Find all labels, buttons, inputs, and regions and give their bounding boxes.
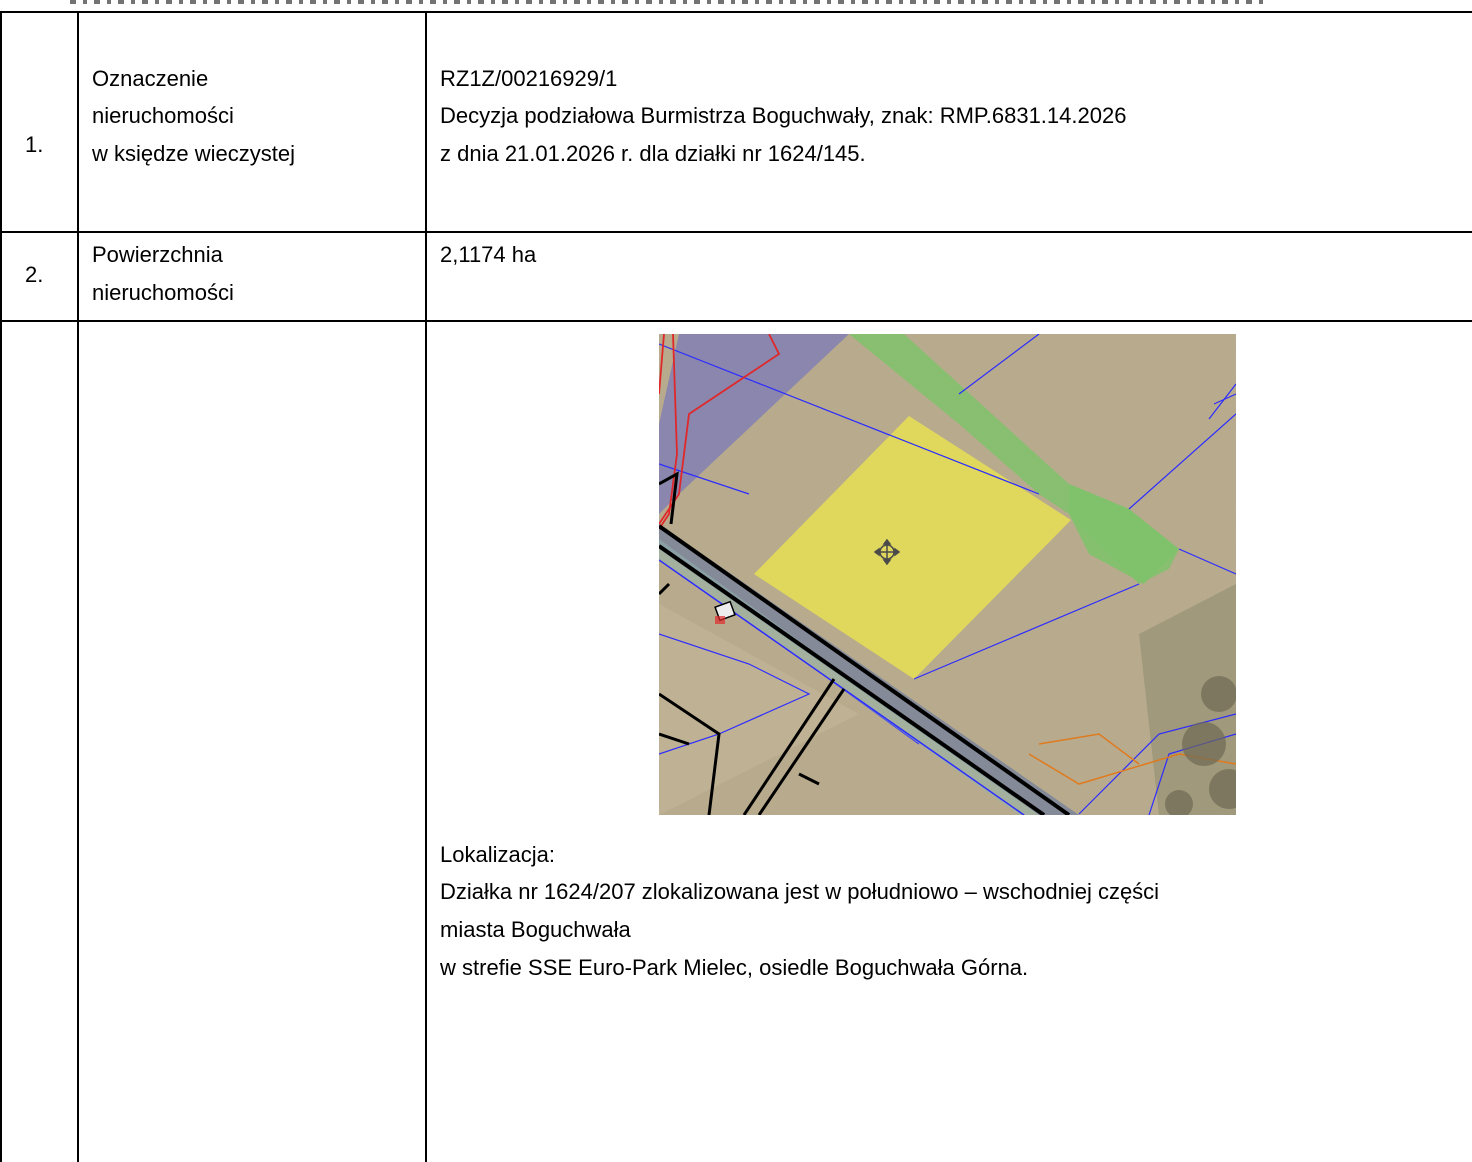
location-line-2: miasta Boguchwała: [440, 917, 631, 942]
row-2-label-line-1: Powierzchnia: [92, 242, 223, 267]
location-line-3: w strefie SSE Euro-Park Mielec, osiedle …: [440, 955, 1029, 980]
row-1-number: 1.: [25, 132, 44, 157]
row-2-label-line-2: nieruchomości: [92, 280, 234, 305]
row-1-value-line-1: RZ1Z/00216929/1: [440, 66, 618, 91]
column-divider-1: [77, 11, 79, 1162]
parcel-boundaries: [659, 334, 1236, 815]
row-1-value-line-3: z dnia 21.01.2026 r. dla działki nr 1624…: [440, 141, 866, 166]
cropped-text-sliver: [70, 0, 1270, 4]
crosshair-marker: [873, 538, 901, 566]
parcel-map-image: [659, 334, 1236, 815]
vegetation: [1165, 676, 1236, 815]
location-line-1: Działka nr 1624/207 zlokalizowana jest w…: [440, 879, 1160, 904]
row-1-label-line-2: nieruchomości: [92, 103, 234, 128]
cropped-previous-text: [0, 0, 1472, 12]
row-1-label-line-3: w księdze wieczystej: [92, 141, 295, 166]
location-heading: Lokalizacja:: [440, 842, 555, 867]
table-top-border: [0, 11, 1472, 13]
small-building: [714, 600, 736, 622]
row-2-number: 2.: [25, 262, 44, 287]
purple-strip: [659, 334, 849, 514]
column-divider-2: [425, 11, 427, 1162]
parcel-map-svg: [659, 334, 1236, 815]
row-1-value-line-2: Decyzja podziałowa Burmistrza Boguchwały…: [440, 103, 1127, 128]
yellow-parcel: [754, 416, 1071, 679]
diagonal-road: [659, 524, 1079, 815]
table-left-border: [0, 11, 2, 1162]
row-1-label-line-1: Oznaczenie: [92, 66, 209, 91]
row-divider-1: [0, 231, 1472, 233]
row-divider-2: [0, 320, 1472, 322]
row-2-value-line-1: 2,1174 ha: [440, 242, 537, 267]
black-boundaries: [659, 471, 846, 815]
